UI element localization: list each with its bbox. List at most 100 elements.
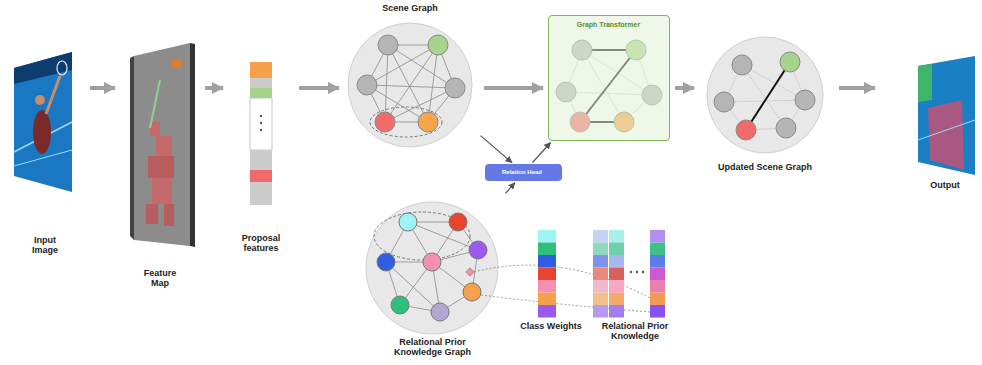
relation-arrow bbox=[481, 136, 513, 163]
flow-arrow bbox=[839, 86, 875, 90]
scene-graph-drawing-part bbox=[367, 45, 455, 122]
scene-graph-drawing-part bbox=[348, 23, 472, 147]
prior-knowledge-columns-part bbox=[609, 230, 624, 243]
input-image-part bbox=[33, 110, 51, 154]
relational-prior-knowledge: Relational Prior Knowledge bbox=[590, 225, 680, 352]
prior-knowledge-columns-part bbox=[650, 268, 665, 281]
prior-knowledge-columns-part bbox=[593, 268, 608, 281]
prior-knowledge-columns-part bbox=[650, 293, 665, 306]
input-image-part bbox=[46, 76, 60, 114]
feature-map-part bbox=[156, 136, 172, 156]
updated-scene-graph-drawing-part bbox=[776, 118, 796, 138]
node-label: Scene Graph bbox=[345, 3, 475, 13]
feature-map-part bbox=[164, 204, 174, 226]
node-label: Relation Head bbox=[486, 169, 558, 175]
flow-arrow bbox=[205, 86, 223, 90]
class-weight-column bbox=[538, 230, 556, 318]
output-image-part bbox=[918, 56, 975, 175]
prior-knowledge-columns-part bbox=[609, 305, 624, 318]
feature-map-part bbox=[134, 43, 190, 246]
feature-map-part bbox=[146, 204, 158, 224]
feature-map-part bbox=[150, 80, 160, 128]
relation-head: Relation Head bbox=[485, 164, 562, 181]
prior-knowledge-graph-drawing-part bbox=[431, 303, 449, 321]
scene-graph-drawing-part bbox=[357, 75, 377, 95]
scene-graph-drawing-part bbox=[378, 35, 398, 55]
scene-graph-drawing-part bbox=[445, 78, 465, 98]
feature-map-part bbox=[152, 178, 172, 204]
prior-knowledge-graph-drawing-part bbox=[466, 268, 474, 276]
node-label: Graph Transformer bbox=[549, 21, 668, 29]
prior-knowledge-columns-part bbox=[609, 293, 624, 306]
prior-knowledge-columns-part bbox=[630, 271, 632, 273]
scene-graph-drawing-part bbox=[370, 107, 442, 137]
input-image-part bbox=[14, 52, 72, 84]
prior-knowledge-columns-part bbox=[593, 280, 608, 293]
prior-knowledge-columns-part bbox=[636, 271, 638, 273]
output-image-part bbox=[918, 64, 932, 102]
prior-knowledge-graph-drawing-part bbox=[399, 213, 417, 231]
updated-scene-graph: Updated Scene Graph bbox=[699, 30, 834, 180]
prior-knowledge-graph-drawing-part bbox=[391, 296, 409, 314]
feature-map-part bbox=[130, 56, 134, 240]
prior-knowledge-columns-part bbox=[609, 243, 624, 256]
scene-graph-drawing-part bbox=[375, 112, 395, 132]
proposal-feature-column-part bbox=[250, 62, 272, 78]
prior-knowledge-columns-part bbox=[593, 243, 608, 256]
node-label: Feature Map bbox=[138, 268, 182, 289]
class-weight-column-part bbox=[538, 293, 556, 306]
flow-arrow bbox=[675, 86, 694, 90]
proposal-features: Proposal features bbox=[228, 55, 294, 255]
prior-knowledge-columns-part bbox=[650, 280, 665, 293]
prior-knowledge-columns-part bbox=[650, 243, 665, 256]
node-label: Relational Prior Knowledge bbox=[594, 321, 676, 342]
prior-knowledge-graph-drawing-part bbox=[374, 212, 470, 260]
prior-knowledge-columns-part bbox=[609, 280, 624, 293]
proposal-feature-column-part bbox=[250, 78, 272, 88]
updated-scene-graph-drawing-part bbox=[780, 52, 800, 72]
prior-knowledge-columns-part bbox=[650, 255, 665, 268]
proposal-feature-column-part bbox=[260, 122, 262, 124]
scene-graph-drawing-part bbox=[428, 35, 448, 55]
graph-transformer: Graph Transformer bbox=[548, 15, 670, 141]
proposal-feature-column-part bbox=[250, 170, 272, 182]
node-label: Relational Prior Knowledge Graph bbox=[387, 337, 478, 358]
node-label: Input Image bbox=[25, 235, 65, 256]
prior-knowledge-columns-part bbox=[609, 268, 624, 281]
input-image: Input Image bbox=[5, 50, 85, 260]
proposal-feature-column-part bbox=[250, 98, 272, 150]
feature-map bbox=[130, 43, 195, 247]
prior-knowledge-columns-part bbox=[593, 305, 608, 318]
output-image bbox=[918, 56, 975, 175]
scene-graph-drawing-part bbox=[418, 112, 438, 132]
output-image-part bbox=[918, 120, 975, 140]
flow-arrow bbox=[90, 86, 115, 90]
input-image bbox=[14, 52, 72, 192]
prior-knowledge-graph-drawing-part bbox=[377, 253, 395, 271]
prior-knowledge-graph-drawing-part bbox=[449, 213, 467, 231]
node-label: Proposal features bbox=[231, 233, 291, 254]
class-weights: Class Weights bbox=[514, 225, 591, 335]
relation-arrow bbox=[533, 142, 551, 162]
feature-map-part bbox=[172, 60, 182, 68]
class-weight-column-part bbox=[538, 305, 556, 318]
class-weight-column-part bbox=[538, 255, 556, 268]
class-weight-column-part bbox=[538, 243, 556, 256]
proposal-feature-column-part bbox=[260, 129, 262, 131]
prior-knowledge-graph-drawing-part bbox=[469, 241, 487, 259]
updated-scene-graph-drawing bbox=[707, 37, 823, 153]
prior-knowledge-columns-part bbox=[593, 255, 608, 268]
prior-knowledge-columns-part bbox=[593, 230, 608, 243]
feature-map: Feature Map bbox=[120, 40, 200, 290]
prior-knowledge-graph-drawing bbox=[366, 202, 498, 334]
scene-graph: Scene Graph bbox=[344, 3, 479, 150]
class-weight-column-part bbox=[538, 280, 556, 293]
prior-knowledge-columns-part bbox=[650, 230, 665, 243]
updated-scene-graph-drawing-part bbox=[714, 92, 734, 112]
relation-arrow bbox=[505, 183, 514, 194]
prior-knowledge-graph: Relational Prior Knowledge Graph bbox=[355, 195, 510, 362]
proposal-feature-column-part bbox=[250, 182, 272, 205]
prior-knowledge-columns-part bbox=[650, 305, 665, 318]
